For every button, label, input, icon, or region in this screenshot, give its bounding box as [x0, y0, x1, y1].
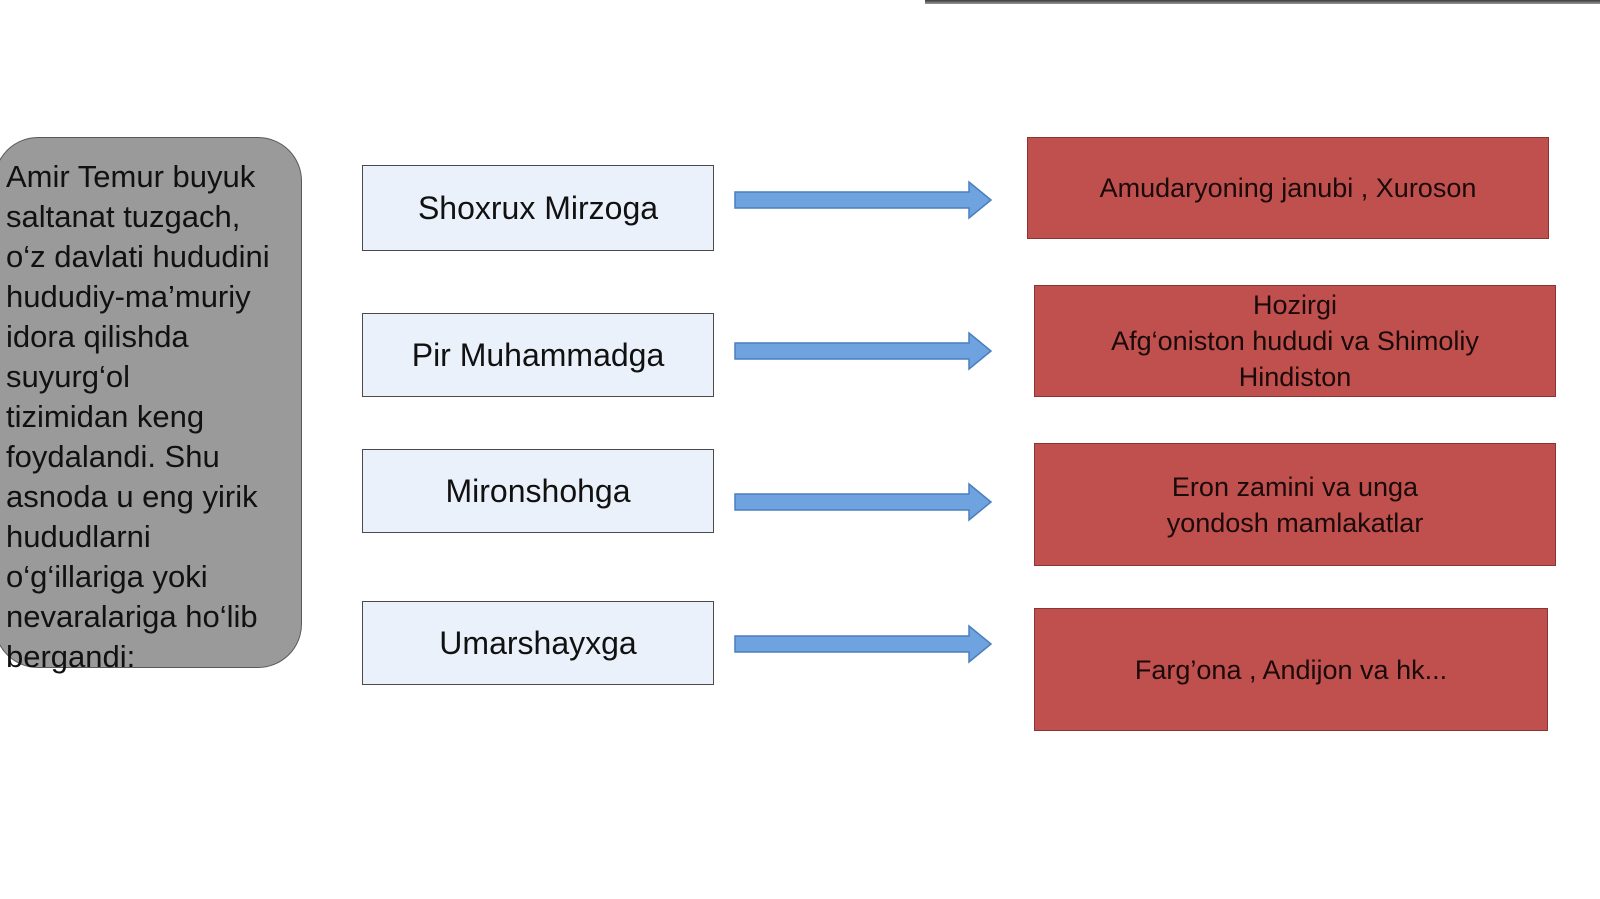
arrow-right-icon — [734, 482, 993, 522]
intro-box — [0, 137, 302, 668]
name-box-mironshoh: Mironshohga — [362, 449, 714, 533]
name-box-shoxrux: Shoxrux Mirzoga — [362, 165, 714, 251]
intro-text: Amir Temur buyuk saltanat tuzgach, o‘z d… — [6, 159, 270, 674]
region-box-pir-muhammad: Hozirgi Afg‘oniston hududi va Shimoliy H… — [1034, 285, 1556, 397]
name-box-umarshayx: Umarshayxga — [362, 601, 714, 685]
region-box-umarshayx: Farg’ona , Andijon va hk... — [1034, 608, 1548, 731]
arrow-right-icon — [734, 331, 993, 371]
arrow-right-icon — [734, 624, 993, 664]
region-box-shoxrux: Amudaryoning janubi , Xuroson — [1027, 137, 1549, 239]
top-edge-shadow — [925, 0, 1600, 4]
arrow-right-icon — [734, 180, 993, 220]
region-box-mironshoh: Eron zamini va unga yondosh mamlakatlar — [1034, 443, 1556, 566]
name-box-pir-muhammad: Pir Muhammadga — [362, 313, 714, 397]
